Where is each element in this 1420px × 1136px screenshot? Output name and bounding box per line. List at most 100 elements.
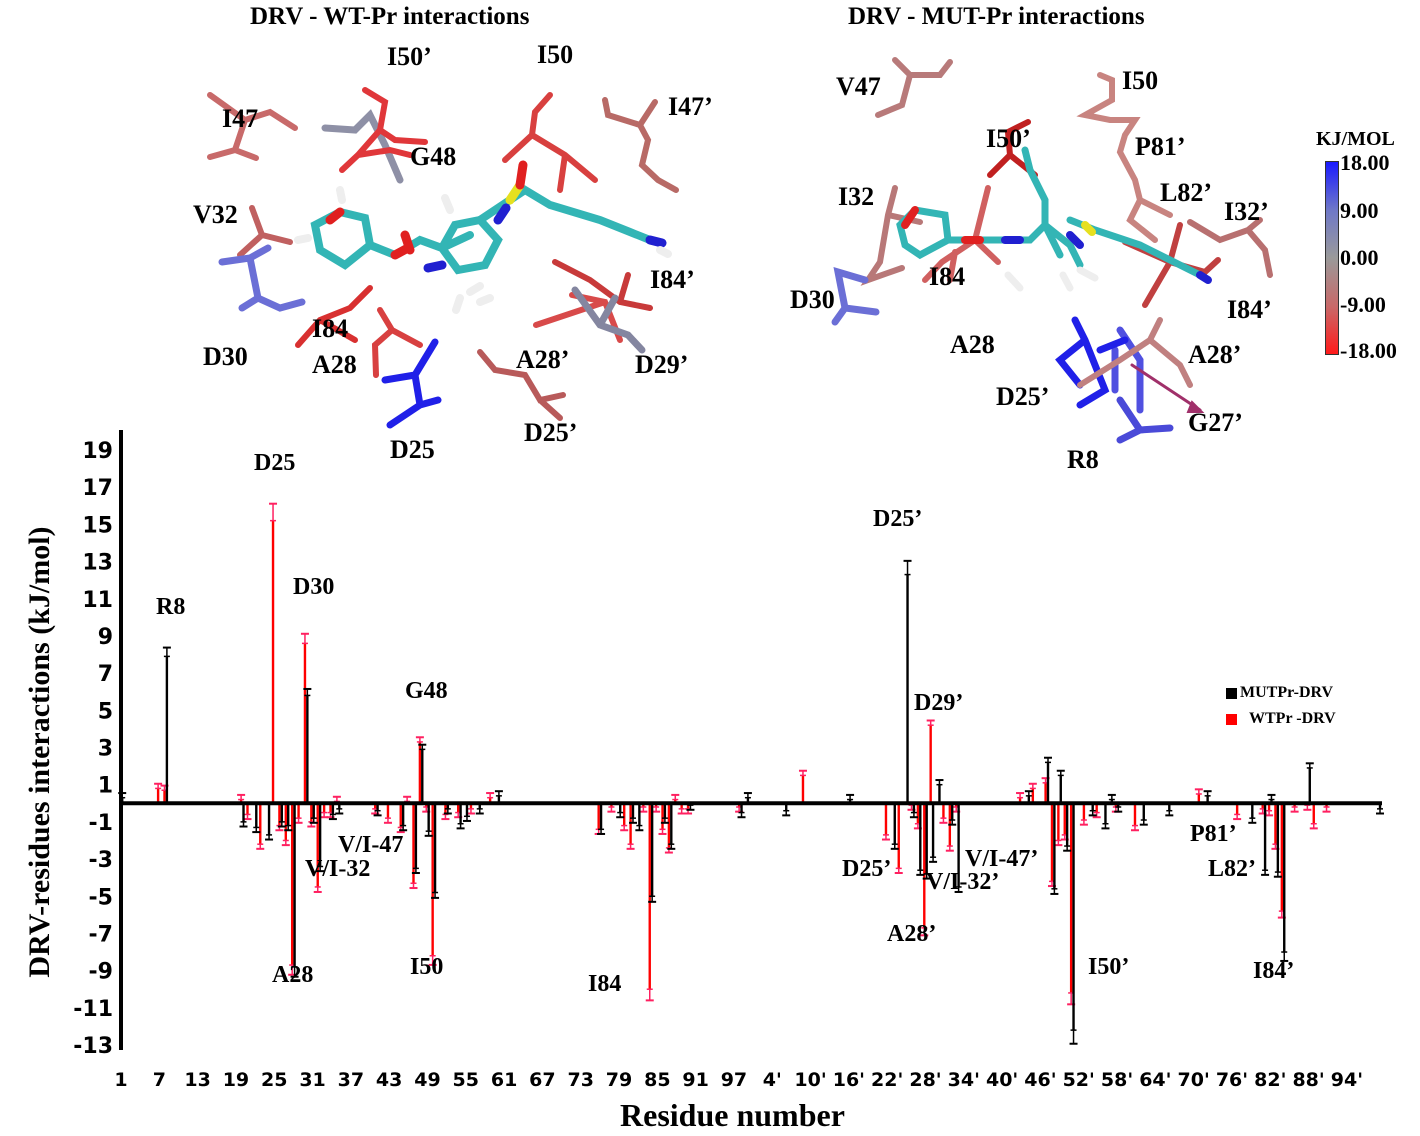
y-tick-label: -11 — [73, 997, 113, 1022]
y-tick-label: -7 — [89, 922, 113, 947]
wt-label-d25: D25 — [390, 435, 435, 464]
wt-label-i84: I84 — [312, 314, 349, 343]
x-tick-label: 94' — [1331, 1069, 1363, 1091]
bar-annotation: G48 — [405, 678, 448, 704]
bar-annotation: D25’ — [842, 856, 892, 882]
y-tick-label: 7 — [98, 662, 113, 687]
wt-label-a28p: A28’ — [516, 345, 570, 374]
colorbar-tick: 0.00 — [1340, 245, 1379, 270]
mut-structure-image — [831, 57, 1273, 444]
bar-annotation: R8 — [156, 594, 186, 620]
x-tick-label: 10' — [794, 1069, 826, 1091]
bar-annotation: I50 — [410, 954, 444, 980]
x-tick-label: 22' — [871, 1069, 903, 1091]
x-tick-label: 1 — [114, 1069, 127, 1091]
x-tick-label: 28' — [909, 1069, 941, 1091]
x-tick-label: 88' — [1292, 1069, 1324, 1091]
bar-annotation: D30 — [293, 574, 335, 600]
y-tick-label: -9 — [89, 960, 113, 985]
x-tick-label: 91 — [682, 1069, 708, 1091]
wt-label-i50: I50 — [537, 40, 574, 69]
x-tick-label: 4' — [763, 1069, 782, 1091]
y-tick-label: 11 — [82, 588, 113, 613]
wt-label-g48: G48 — [410, 142, 457, 171]
y-tick-label: 13 — [82, 551, 113, 576]
bar-annotation: L82’ — [1208, 856, 1256, 882]
mut-label-d25p: D25’ — [996, 382, 1050, 411]
mut-label-l82p: L82’ — [1160, 178, 1212, 207]
colorbar-tick: -9.00 — [1340, 292, 1386, 317]
y-tick-label: 19 — [82, 439, 113, 464]
mut-label-i84p: I84’ — [1227, 295, 1272, 324]
mut-label-i50p: I50’ — [986, 124, 1031, 153]
y-tick-label: 15 — [82, 513, 113, 538]
x-tick-label: 64' — [1139, 1069, 1171, 1091]
wt-label-d30: D30 — [203, 342, 248, 371]
bar-annotation: I84’ — [1253, 958, 1295, 984]
x-tick-label: 58' — [1101, 1069, 1133, 1091]
wt-panel-title: DRV - WT-Pr interactions — [250, 3, 530, 30]
bar-annotation: P81’ — [1190, 821, 1237, 847]
legend-label: WTPr -DRV — [1249, 710, 1336, 727]
x-axis-label: Residue number — [620, 1097, 845, 1133]
wt-label-i84p: I84’ — [650, 265, 695, 294]
wt-label-i50p: I50’ — [387, 42, 432, 71]
y-tick-label: -5 — [89, 885, 113, 910]
x-tick-label: 85 — [644, 1069, 670, 1091]
legend-item-mut: MUTPr-DRV — [1226, 680, 1336, 706]
wt-label-d25p: D25’ — [524, 418, 578, 447]
x-tick-label: 82' — [1254, 1069, 1286, 1091]
mut-label-d30: D30 — [790, 285, 835, 314]
legend-swatch-black — [1226, 687, 1237, 699]
bar-annotation: V/I-47 — [338, 832, 404, 858]
y-axis-label: DRV-residues interactions (kJ/mol) — [23, 526, 56, 978]
mut-label-g27p: G27’ — [1188, 408, 1243, 437]
wt-structure-image — [207, 87, 679, 429]
x-tick-label: 34' — [948, 1069, 980, 1091]
x-tick-label: 19 — [223, 1069, 249, 1091]
x-tick-label: 31 — [299, 1069, 325, 1091]
x-tick-label: 40' — [986, 1069, 1018, 1091]
x-tick-label: 13 — [184, 1069, 210, 1091]
bar-annotation: V/I-47’ — [965, 846, 1039, 872]
colorbar-tick: 18.00 — [1340, 150, 1390, 175]
bar-annotation: V/I-32’ — [926, 869, 1000, 895]
x-tick-label: 46' — [1024, 1069, 1056, 1091]
x-tick-label: 55 — [453, 1069, 479, 1091]
mut-label-i32p: I32’ — [1224, 197, 1269, 226]
y-tick-label: 17 — [82, 476, 113, 501]
wt-label-v32: V32 — [193, 200, 238, 229]
x-tick-label: 97 — [721, 1069, 747, 1091]
mut-label-a28p: A28’ — [1188, 340, 1242, 369]
bar-annotation: V/I-32 — [305, 856, 371, 882]
legend-item-wt: WTPr -DRV — [1226, 706, 1336, 732]
x-tick-label: 73 — [567, 1069, 593, 1091]
bar-annotation: I84 — [588, 971, 622, 997]
legend: MUTPr-DRV WTPr -DRV — [1226, 680, 1336, 732]
mut-label-r8: R8 — [1067, 445, 1099, 474]
mut-label-i84: I84 — [929, 262, 966, 291]
y-tick-label: -1 — [89, 811, 113, 836]
x-tick-label: 76' — [1216, 1069, 1248, 1091]
x-tick-label: 67 — [529, 1069, 555, 1091]
y-tick-label: 9 — [98, 625, 113, 650]
bar-annotation: A28 — [272, 962, 314, 988]
y-tick-label: 1 — [98, 774, 113, 799]
bar-annotation: D25 — [254, 450, 296, 476]
x-tick-label: 16' — [833, 1069, 865, 1091]
wt-label-i47: I47 — [222, 104, 259, 133]
wt-label-d29p: D29’ — [635, 350, 689, 379]
legend-swatch-red — [1226, 713, 1237, 725]
x-tick-label: 61 — [491, 1069, 517, 1091]
bar-annotation: A28’ — [887, 921, 937, 947]
legend-label: MUTPr-DRV — [1240, 684, 1334, 701]
bar-annotation: I50’ — [1088, 954, 1130, 980]
wt-label-a28: A28 — [312, 350, 357, 379]
y-tick-label: -3 — [89, 848, 113, 873]
x-tick-label: 7 — [153, 1069, 166, 1091]
y-tick-label: -13 — [73, 1034, 113, 1059]
mut-panel-title: DRV - MUT-Pr interactions — [848, 3, 1145, 30]
x-tick-label: 43 — [376, 1069, 402, 1091]
x-tick-label: 70' — [1178, 1069, 1210, 1091]
